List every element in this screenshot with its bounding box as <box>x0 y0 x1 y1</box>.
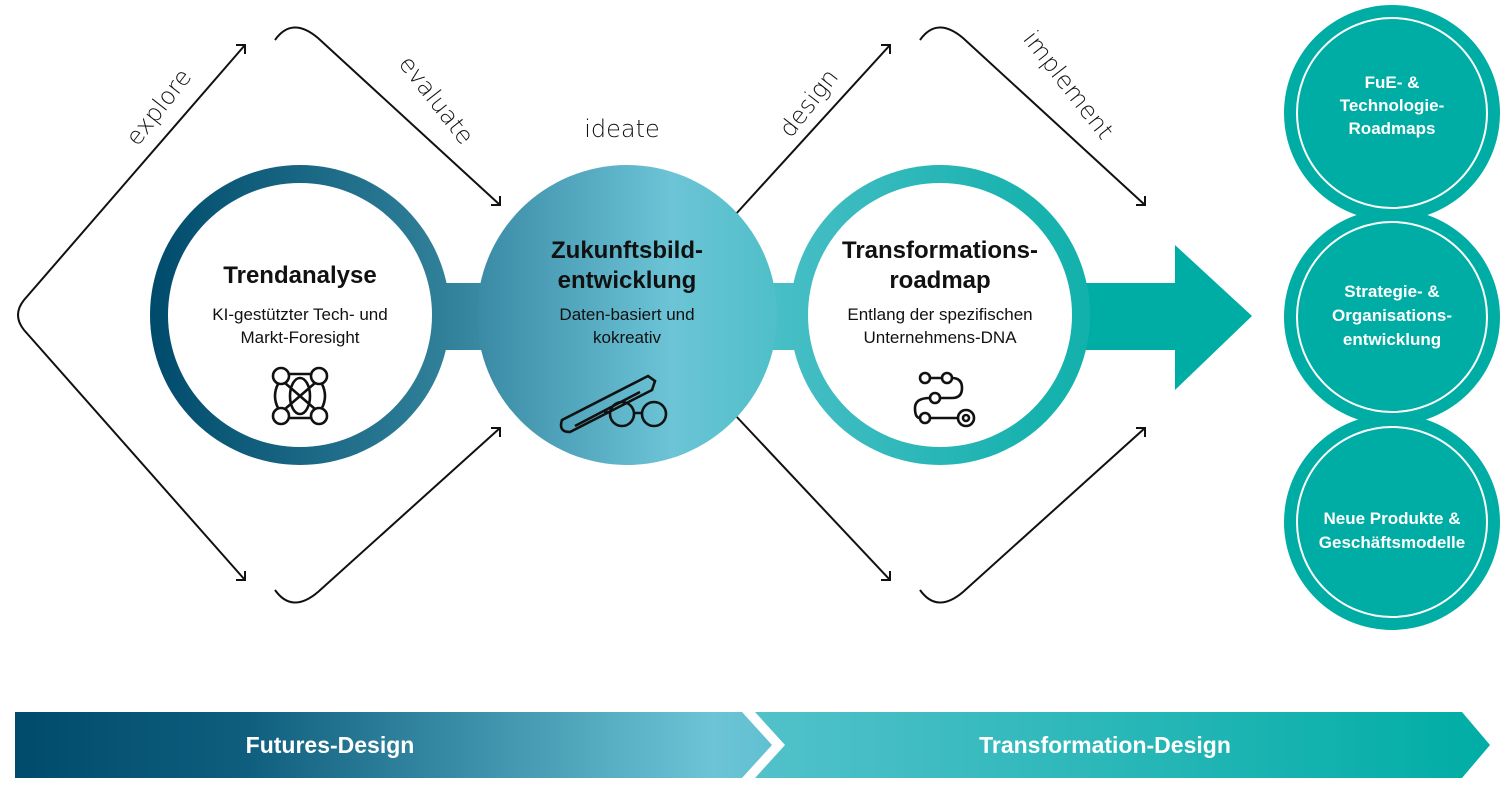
flow-lines-right <box>734 26 1146 604</box>
phase-transformation-design <box>755 712 1490 778</box>
phase-futures-design <box>15 712 772 778</box>
stage-transformationsroadmap: Transformations-roadmap Entlang der spez… <box>790 165 1090 465</box>
stage-title: Trendanalyse <box>223 262 376 289</box>
label-design: design <box>773 63 844 142</box>
outcome-neue-produkte: Neue Produkte &Geschäftsmodelle <box>1284 414 1500 630</box>
phase-label: Futures-Design <box>246 732 415 758</box>
label-ideate: ideate <box>584 115 660 143</box>
network-nodes-icon <box>271 366 329 426</box>
svg-text:Neue Produkte &Geschäftsmodell: Neue Produkte &Geschäftsmodelle <box>1319 509 1465 552</box>
label-implement: implement <box>1017 25 1119 144</box>
main-arrow <box>1060 245 1252 390</box>
outcomes-column: FuE- &Technologie-Roadmaps Strategie- &O… <box>1284 5 1500 630</box>
svg-text:FuE- &Technologie-Roadmaps: FuE- &Technologie-Roadmaps <box>1340 73 1445 138</box>
stage-title: Transformations-roadmap <box>842 237 1038 294</box>
flow-lines-left <box>17 26 501 604</box>
phase-bar: Futures-Design Transformation-Design <box>15 707 1490 783</box>
outcome-fue-roadmaps: FuE- &Technologie-Roadmaps <box>1284 5 1500 221</box>
roadmap-path-icon <box>913 371 976 428</box>
pencil-glasses-icon <box>559 374 668 434</box>
stage-zukunftsbild: Zukunftsbild-entwicklung Daten-basiert u… <box>477 165 777 465</box>
stage-title: Zukunftsbild-entwicklung <box>551 237 703 294</box>
phase-label: Transformation-Design <box>979 732 1231 758</box>
label-explore: explore <box>120 63 197 151</box>
label-evaluate: evaluate <box>393 50 479 150</box>
outcome-strategie: Strategie- &Organisations-entwicklung <box>1284 209 1500 425</box>
svg-text:Strategie- &Organisations-entw: Strategie- &Organisations-entwicklung <box>1332 282 1452 349</box>
